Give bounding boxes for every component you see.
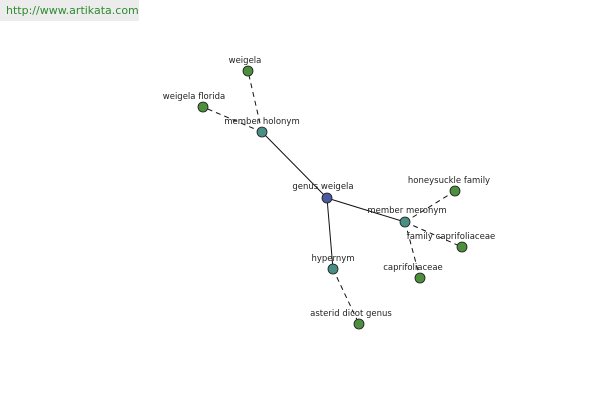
node-label-family-caprifoliaceae[interactable]: family caprifoliaceae (407, 232, 496, 242)
edge-member-meronym-to-honeysuckle-family (404, 190, 456, 223)
node-family-caprifoliaceae[interactable] (456, 241, 468, 253)
labels-layer: genus weigela member holonym member merony… (163, 56, 496, 319)
node-label-hypernym[interactable]: hypernym (311, 254, 354, 264)
edge-member-holonym-to-weigela-florida (202, 106, 263, 133)
edge-member-meronym-to-family-caprifoliaceae (404, 221, 463, 248)
node-member-meronym[interactable] (399, 216, 411, 228)
node-honeysuckle-family[interactable] (449, 185, 461, 197)
edge-center-to-member-meronym (326, 197, 406, 223)
node-weigela[interactable] (242, 65, 254, 77)
node-label-member-meronym[interactable]: member meronym (367, 206, 446, 216)
node-hypernym[interactable] (327, 263, 339, 275)
edge-member-holonym-to-weigela (247, 70, 263, 133)
node-center[interactable] (321, 192, 333, 204)
node-label-honeysuckle-family[interactable]: honeysuckle family (408, 176, 490, 186)
node-caprifoliaceae[interactable] (414, 272, 426, 284)
node-label-weigela[interactable]: weigela (229, 56, 262, 66)
node-asterid-dicot-genus[interactable] (353, 318, 365, 330)
edge-center-to-hypernym (326, 197, 334, 270)
node-label-weigela-florida[interactable]: weigela florida (163, 92, 225, 102)
node-member-holonym[interactable] (256, 126, 268, 138)
node-label-caprifoliaceae[interactable]: caprifoliaceae (383, 263, 443, 273)
node-weigela-florida[interactable] (197, 101, 209, 113)
edge-hypernym-to-asterid-dicot-genus (332, 268, 360, 325)
nodes-layer (197, 65, 468, 330)
node-label-center[interactable]: genus weigela (292, 182, 353, 192)
edges-layer (202, 70, 463, 325)
edge-center-to-member-holonym (261, 131, 328, 199)
edge-member-meronym-to-caprifoliaceae (404, 221, 421, 279)
node-label-asterid-dicot-genus[interactable]: asterid dicot genus (310, 309, 392, 319)
site-url-link[interactable]: http://www.artikata.com (0, 0, 139, 21)
node-label-member-holonym[interactable]: member holonym (224, 117, 299, 127)
